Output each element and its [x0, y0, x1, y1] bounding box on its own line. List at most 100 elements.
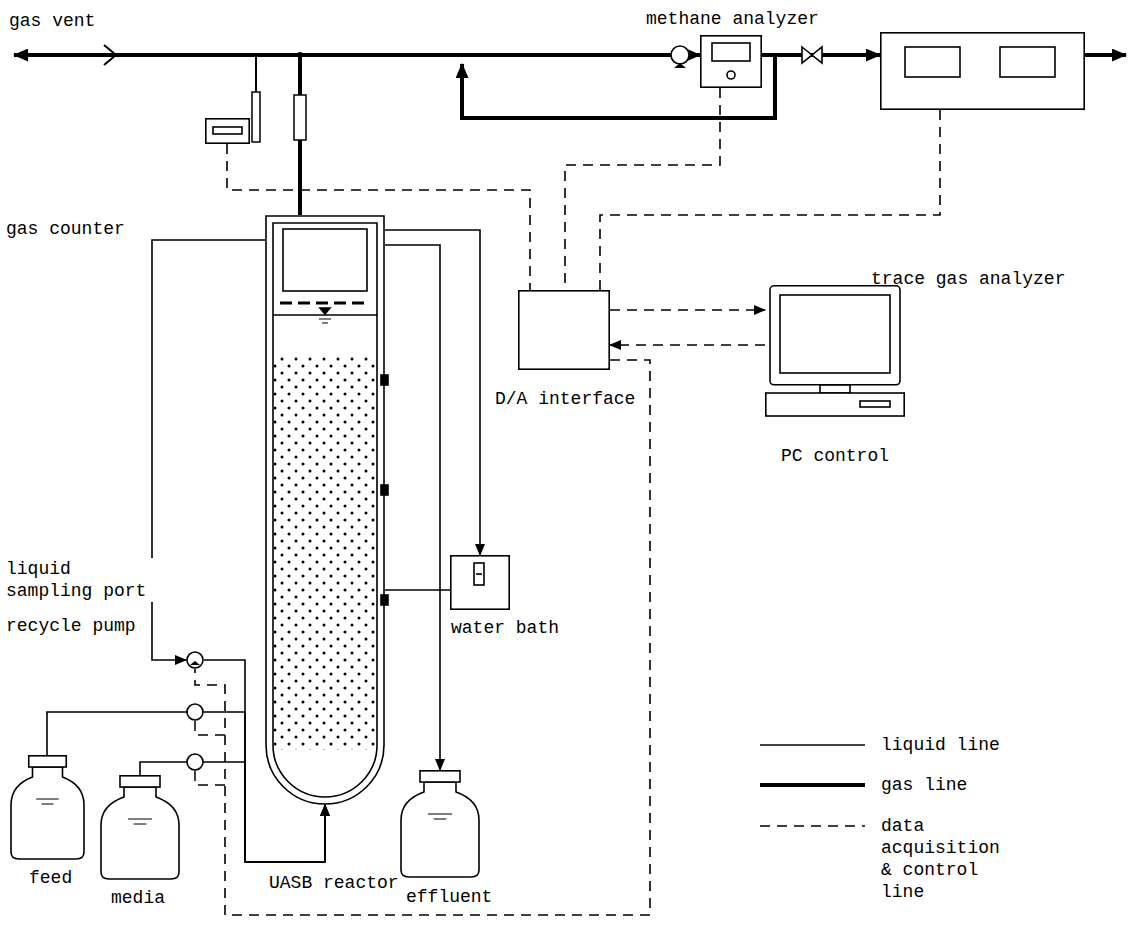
legend-sample — [760, 783, 865, 787]
svg-part — [273, 223, 377, 797]
feed-pump — [187, 704, 203, 720]
control-line — [195, 771, 225, 785]
effluent-bottle: effluent — [400, 770, 480, 878]
feed-bottle-shape — [10, 755, 85, 860]
svg-part — [319, 319, 331, 323]
svg-part — [274, 355, 376, 750]
legend-text: data acquisition & control line — [880, 815, 1007, 903]
control-line — [195, 721, 225, 735]
svg-part — [420, 771, 460, 782]
recycle-pump: recycle pump — [186, 651, 204, 669]
svg-part — [428, 814, 452, 819]
methane-analyzer: methane analyzer — [700, 35, 762, 88]
media-pump — [187, 754, 203, 770]
trace-gas-analyzer-shape — [880, 32, 1085, 110]
uasb-reactor-shape — [265, 215, 385, 805]
svg-part — [712, 43, 750, 61]
liquid-line — [385, 230, 480, 555]
svg-part — [381, 375, 388, 385]
svg-part — [187, 652, 203, 668]
da-interface-shape — [518, 290, 610, 370]
trace-gas-analyzer: trace gas analyzer — [880, 32, 1085, 110]
svg-part — [381, 595, 388, 605]
node-label: PC control — [780, 445, 890, 467]
node-label: D/A interface — [494, 388, 636, 410]
water-bath: water bath — [450, 555, 510, 610]
part-label: gas vent — [8, 10, 96, 32]
gas-pump-base — [674, 63, 686, 68]
svg-part — [860, 401, 890, 407]
uasb-reactor: UASB reactor — [265, 215, 385, 805]
svg-part — [401, 782, 479, 877]
data-line — [610, 309, 765, 311]
svg-part — [766, 393, 904, 416]
legend-sample — [760, 825, 865, 827]
node-label: gas counter — [5, 218, 126, 240]
svg-part — [381, 485, 388, 495]
svg-part — [190, 661, 200, 665]
part-label: liquid sampling port — [5, 558, 157, 602]
svg-part — [770, 286, 900, 385]
svg-part — [727, 71, 735, 79]
gas-line — [300, 55, 700, 215]
node-label: methane analyzer — [645, 8, 820, 30]
node-label: water bath — [450, 617, 560, 639]
da-interface: D/A interface — [518, 290, 610, 370]
svg-part — [820, 385, 850, 393]
svg-part — [320, 308, 330, 314]
check-valve — [104, 45, 116, 65]
vent-line — [14, 53, 300, 57]
gas-counter: gas counter — [205, 118, 250, 144]
liquid-line — [152, 240, 265, 660]
pc-computer-shape — [765, 285, 905, 417]
svg-part — [283, 229, 367, 291]
svg-part — [280, 302, 370, 305]
gas-outlet-line — [1085, 53, 1126, 57]
svg-part — [101, 787, 179, 879]
gas-counter-shape — [205, 118, 250, 144]
node-label: UASB reactor — [268, 872, 400, 894]
svg-part — [120, 776, 160, 787]
recycle-pump-shape — [186, 651, 204, 669]
svg-part — [128, 819, 152, 824]
water-bath-shape — [450, 555, 510, 610]
data-line — [610, 344, 765, 346]
feed-bottle: feed — [10, 755, 85, 860]
svg-part — [519, 291, 609, 369]
svg-part — [29, 756, 67, 767]
legend-text: gas line — [880, 774, 1007, 796]
liquid-line — [385, 245, 440, 770]
svg-part — [36, 799, 59, 804]
gas-pump — [671, 46, 689, 64]
svg-part — [1000, 47, 1055, 77]
effluent-bottle-shape — [400, 770, 480, 878]
valve-symbol — [802, 47, 822, 63]
data-line — [600, 110, 940, 290]
svg-part — [905, 47, 960, 77]
legend-sample — [760, 744, 865, 746]
junction-dot — [297, 52, 303, 58]
svg-part — [451, 556, 509, 609]
counter-line — [255, 55, 257, 92]
node-label: effluent — [405, 886, 493, 908]
node-label: media — [110, 887, 166, 909]
media-bottle: media — [100, 775, 180, 880]
svg-part — [780, 295, 890, 373]
media-bottle-shape — [100, 775, 180, 880]
svg-part — [11, 767, 84, 859]
gas-tube — [252, 92, 260, 142]
svg-part — [213, 127, 242, 134]
svg-part — [474, 563, 484, 585]
svg-part — [701, 36, 761, 87]
flow-meter — [294, 95, 306, 140]
node-label: feed — [28, 867, 73, 889]
pc-computer: PC control — [765, 285, 905, 417]
legend-text: liquid line — [880, 734, 1007, 756]
svg-part — [476, 573, 482, 575]
svg-part — [206, 119, 249, 143]
node-label: recycle pump — [5, 615, 137, 637]
svg-part — [881, 33, 1084, 109]
methane-analyzer-shape — [700, 35, 762, 88]
data-line — [195, 360, 650, 915]
